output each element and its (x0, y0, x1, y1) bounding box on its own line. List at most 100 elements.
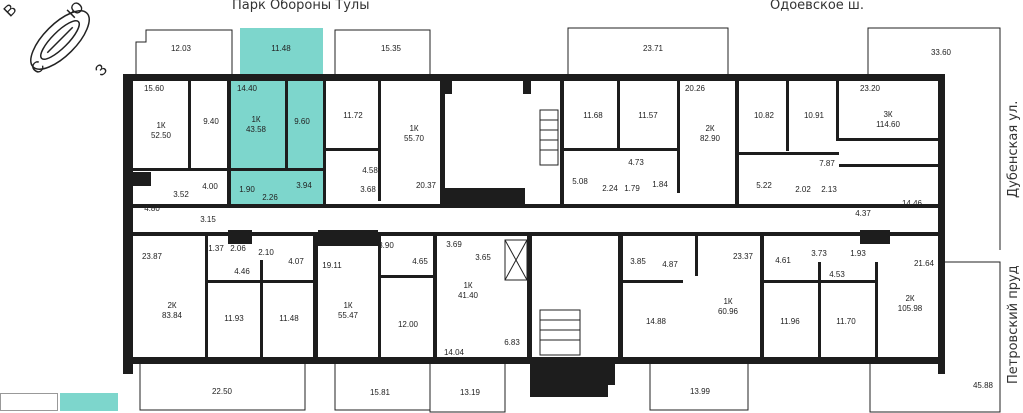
apt-area: 114.60 (876, 120, 900, 129)
room-area: 2.13 (821, 185, 837, 194)
apt-area: 55.47 (338, 311, 359, 320)
room-area: 11.96 (780, 317, 800, 326)
room-area: 11.70 (836, 317, 856, 326)
room-area: 15.35 (381, 44, 402, 53)
room-area: 4.00 (202, 182, 218, 191)
room-area: 2.24 (602, 184, 618, 193)
room-area: 2.10 (258, 248, 274, 257)
apt-type: 2К (905, 294, 914, 303)
room-area: 21.64 (914, 259, 935, 268)
interior-walls (133, 81, 938, 357)
apt-area: 82.90 (700, 134, 721, 143)
legend-swatch-available (0, 393, 58, 411)
balconies (135, 27, 1001, 413)
apt-area: 60.96 (718, 307, 739, 316)
room-area: 4.65 (412, 257, 428, 266)
apt-type: 1К (251, 115, 260, 124)
room-area: 3.90 (378, 241, 394, 250)
apt-type: 1К (409, 124, 418, 133)
apt-type: 1К (723, 297, 732, 306)
room-area: 45.88 (973, 381, 994, 390)
room-area: 12.00 (398, 320, 419, 329)
room-area: 15.60 (144, 84, 165, 93)
room-area: 14.40 (237, 84, 258, 93)
compass-letter-east: В (1, 1, 21, 21)
apt-area: 52.50 (151, 131, 172, 140)
room-area: 14.88 (646, 317, 667, 326)
room-area: 4.53 (829, 270, 845, 279)
street-label-north: Парк Обороны Тулы (232, 0, 370, 13)
room-area: 20.37 (416, 181, 437, 190)
room-area: 14.46 (902, 199, 923, 208)
apt-area: 43.58 (246, 125, 267, 134)
compass-letter-west: З (92, 61, 111, 80)
room-area: 1.93 (850, 249, 866, 258)
room-area: 4.61 (775, 256, 791, 265)
room-area: 23.20 (860, 84, 881, 93)
room-area: 4.80 (144, 204, 160, 213)
apt-area: 105.98 (898, 304, 923, 313)
apt-type: 3К (883, 110, 892, 119)
room-area: 3.52 (173, 190, 189, 199)
room-area: 1.90 (239, 185, 255, 194)
apt-type: 2К (705, 124, 714, 133)
room-area: 4.46 (234, 267, 250, 276)
room-area: 22.50 (212, 387, 233, 396)
room-area: 13.19 (460, 388, 481, 397)
room-area: 1.37 (208, 244, 224, 253)
room-area: 13.99 (690, 387, 711, 396)
room-area: 2.26 (262, 193, 278, 202)
room-area: 4.07 (288, 257, 304, 266)
room-area: 1.79 (624, 184, 640, 193)
room-area: 9.60 (294, 117, 310, 126)
exterior-walls (123, 74, 945, 397)
room-area: 3.15 (200, 215, 216, 224)
compass-icon (30, 10, 90, 70)
highlighted-apartment[interactable] (231, 28, 324, 204)
room-area: 33.60 (931, 48, 952, 57)
apt-type: 1К (343, 301, 352, 310)
apt-type: 1К (463, 281, 472, 290)
street-label-east-lower: Петровский пруд (1006, 265, 1021, 384)
room-area: 10.91 (804, 111, 825, 120)
apt-area: 55.70 (404, 134, 425, 143)
room-area: 3.73 (811, 249, 827, 258)
room-area: 3.85 (630, 257, 646, 266)
room-area: 20.26 (685, 84, 706, 93)
room-area: 15.81 (370, 388, 391, 397)
street-label-east-upper: Дубенская ул. (1006, 100, 1021, 198)
room-area: 4.58 (362, 166, 378, 175)
room-area: 3.68 (360, 185, 376, 194)
room-area: 23.71 (643, 44, 664, 53)
apt-type: 2К (167, 301, 176, 310)
room-area: 6.83 (504, 338, 520, 347)
street-label-north-east: Одоевское ш. (770, 0, 864, 13)
room-area: 2.02 (795, 185, 811, 194)
room-area: 11.48 (279, 314, 299, 323)
room-area: 23.37 (733, 252, 754, 261)
room-area: 11.48 (271, 44, 291, 53)
room-area: 11.93 (224, 314, 244, 323)
room-area: 11.72 (343, 111, 363, 120)
room-area: 3.65 (475, 253, 491, 262)
room-area: 11.57 (638, 111, 658, 120)
room-area: 12.03 (171, 44, 192, 53)
room-area: 3.94 (296, 181, 312, 190)
room-area: 14.04 (444, 348, 465, 357)
room-area: 4.37 (855, 209, 871, 218)
room-area: 5.22 (756, 181, 772, 190)
room-area: 10.82 (754, 111, 775, 120)
legend-swatch-selected (60, 393, 118, 411)
room-area: 2.06 (230, 244, 246, 253)
room-area: 4.73 (628, 158, 644, 167)
room-area: 7.87 (819, 159, 835, 168)
apt-type: 1К (156, 121, 165, 130)
stairwell (504, 109, 581, 356)
room-area: 1.84 (652, 180, 668, 189)
room-area: 9.40 (203, 117, 219, 126)
room-area: 23.87 (142, 252, 163, 261)
room-area-labels: 12.03 11.48 15.35 23.71 33.60 15.60 9.40… (142, 44, 994, 397)
room-area: 11.68 (583, 111, 603, 120)
apt-area: 83.84 (162, 311, 183, 320)
